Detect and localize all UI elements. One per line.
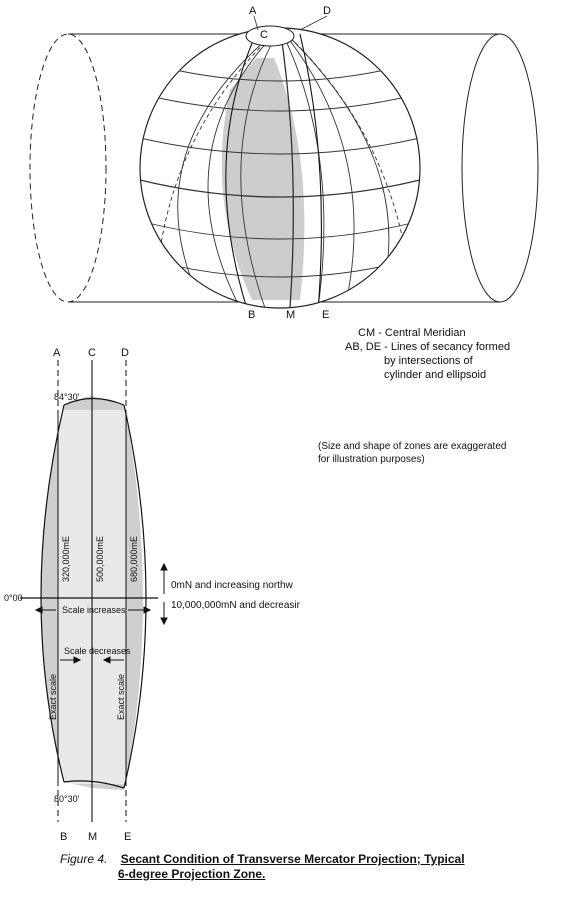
zone-secancy-solid (57, 410, 127, 780)
globe-label-c: C (260, 29, 268, 41)
scale-decreases-arrows (60, 656, 124, 664)
easting-left-label: 320,000mE (61, 536, 71, 582)
globe-projection-zone (221, 58, 305, 300)
zone-label-a: A (53, 347, 61, 359)
globe (139, 25, 421, 309)
projection-zone: A C D B M E 84°30' 80°30' 0°00 320,000mE… (4, 347, 168, 843)
globe-label-leaders (253, 15, 328, 31)
figure-title-line1: Secant Condition of Transverse Mercator … (120, 852, 465, 866)
legend-ab-de-line1: AB, DE - Lines of secancy formed (345, 341, 511, 353)
figure-number: Figure 4. (60, 852, 108, 866)
easting-right-label: 680,000mE (129, 536, 139, 582)
scale-decreases-label: Scale decreases (64, 646, 131, 656)
note-line1: (Size and shape of zones are exaggerated (318, 441, 507, 452)
zone-label-c: C (88, 347, 96, 359)
cylinder-right-end (461, 33, 539, 303)
northing-north-note: 0mN and increasing northw (171, 580, 293, 591)
zone-label-d: D (121, 347, 129, 359)
scale-increases-arrows (34, 606, 152, 614)
northing-arrows (160, 562, 168, 626)
globe-parallels (140, 69, 420, 278)
globe-label-b: B (248, 309, 255, 321)
zone-label-e: E (124, 831, 131, 843)
globe-secancy-lines (225, 33, 322, 308)
globe-label-m: M (286, 309, 295, 321)
equator-label: 0°00 (4, 593, 23, 603)
easting-center-label: 500,000mE (95, 536, 105, 582)
exact-scale-left-label: Exact scale (48, 674, 58, 720)
exact-scale-right-label: Exact scale (116, 674, 126, 720)
latitude-north-label: 84°30' (54, 392, 80, 402)
northing-south-note: 10,000,000mN and decreasir (171, 600, 300, 611)
legend-ab-de-line2: by intersections of (384, 355, 473, 367)
zone-label-m: M (88, 831, 97, 843)
globe-label-a: A (249, 5, 257, 17)
globe-labels: A D C B M E (248, 5, 331, 321)
cylinder-left-end (29, 33, 107, 303)
figure-caption: Figure 4. Secant Condition of Transverse… (60, 852, 465, 882)
latitude-south-label: 80°30' (54, 794, 80, 804)
legend-cm: CM - Central Meridian (358, 327, 466, 339)
figure-title-line2: 6-degree Projection Zone. (118, 867, 266, 881)
globe-meridians (159, 28, 406, 308)
legend-ab-de-line3: cylinder and ellipsoid (384, 369, 487, 381)
note-line2: for illustration purposes) (318, 454, 425, 465)
globe-polar-cap (245, 25, 295, 47)
zone-label-b: B (60, 831, 67, 843)
globe-label-e: E (322, 309, 329, 321)
globe-label-d: D (323, 5, 331, 17)
scale-increases-label: Scale increases (62, 605, 126, 615)
